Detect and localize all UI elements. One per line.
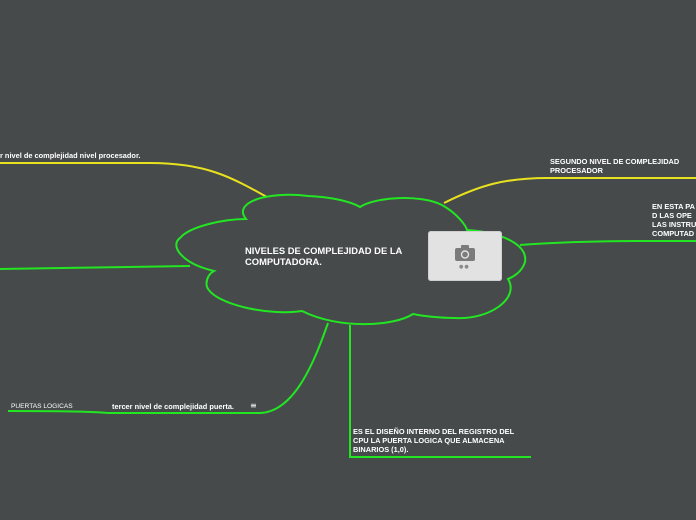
branch-label-puertas-logicas[interactable]: PUERTAS LOGICAS <box>11 403 73 410</box>
branch-line-diseno <box>349 325 531 458</box>
branch-label-segundo[interactable]: SEGUNDO NIVEL DE COMPLEJIDAD PROCESADOR <box>550 157 680 175</box>
central-cloud[interactable] <box>175 193 527 326</box>
branch-line-en-esta <box>519 240 696 246</box>
branch-label-primer[interactable]: r nivel de complejidad nivel procesador. <box>0 151 141 160</box>
branch-line-puertas <box>7 410 109 414</box>
notes-icon[interactable]: ≡ <box>250 401 257 410</box>
branch-line-tercer <box>108 322 329 414</box>
branch-line-primer <box>0 162 273 201</box>
branch-line-left <box>0 265 191 270</box>
branch-line-segundo <box>443 177 696 204</box>
branch-label-tercer[interactable]: tercer nivel de complejidad puerta. <box>112 402 234 411</box>
cloud-shape <box>175 193 527 326</box>
branch-label-diseno[interactable]: ES EL DISEÑO INTERNO DEL REGISTRO DEL CP… <box>353 427 515 454</box>
camera-icon <box>455 245 475 261</box>
branch-label-en-esta[interactable]: EN ESTA PA D LAS OPE LAS INSTRU COMPUTAD <box>652 202 696 238</box>
central-topic-title[interactable]: NIVELES DE COMPLEJIDAD DE LA COMPUTADORA… <box>245 245 402 267</box>
topic-image-placeholder[interactable]: ●● <box>428 231 502 281</box>
carousel-dots: ●● <box>459 264 470 270</box>
